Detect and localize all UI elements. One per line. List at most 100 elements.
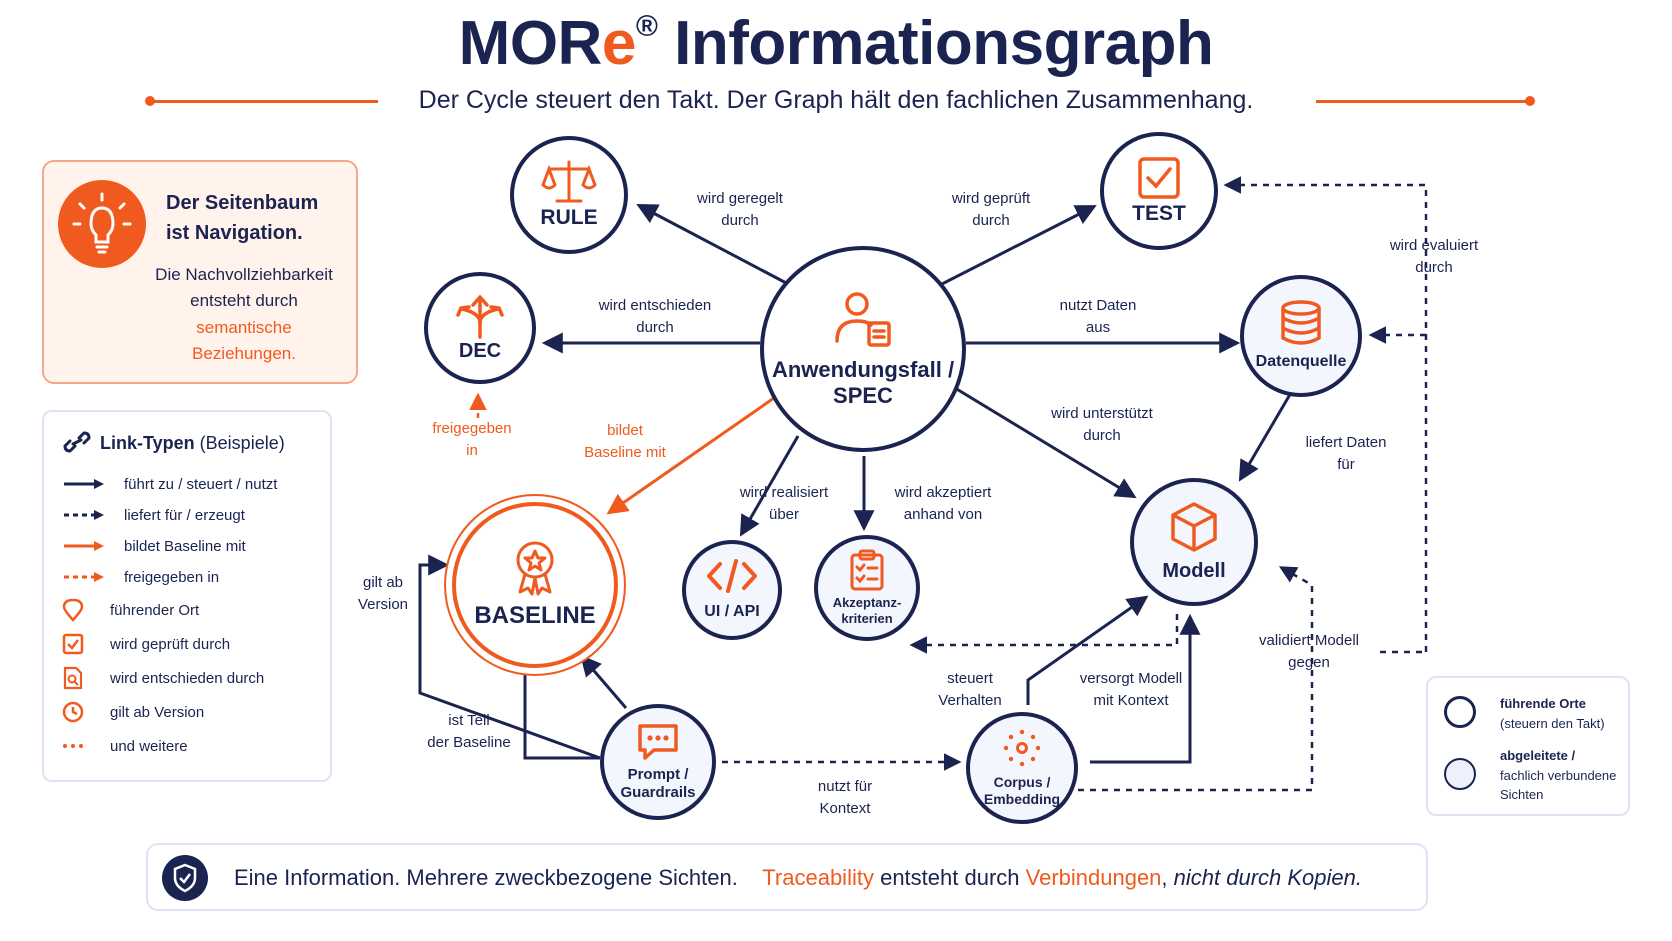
edge-spec-uiapi — [739, 435, 800, 537]
node-corpus[interactable]: Corpus / Embedding — [966, 712, 1078, 824]
node-rule-label: RULE — [540, 206, 598, 230]
node-baseline[interactable]: BASELINE — [452, 502, 618, 668]
node-test[interactable]: TEST — [1100, 132, 1218, 250]
node-baseline-label: BASELINE — [474, 601, 596, 629]
link-types-legend: Link-Typen (Beispiele) führt zu / steuer… — [42, 410, 332, 782]
node-spec-label-1: Anwendungsfall / — [771, 356, 955, 382]
legend-item-more: und weitere — [62, 736, 188, 756]
node-datenquelle-label: Datenquelle — [1255, 353, 1347, 371]
chat-bubble-icon — [638, 724, 678, 760]
info-text: Die Nachvollziehbarkeit entsteht durch s… — [155, 265, 333, 364]
edge-spec-rule — [636, 204, 791, 287]
edge-spec-test — [939, 205, 1097, 287]
subtitle-right-dot — [1525, 96, 1535, 106]
node-prompt-label-1: Prompt / — [627, 766, 689, 783]
edge-prompt-baseline-teil — [514, 643, 600, 760]
link-icon — [63, 431, 91, 453]
edge-modell-akzeptanz — [909, 614, 1179, 654]
derived-circle-icon — [1444, 758, 1476, 790]
edge-spec-modell — [954, 386, 1137, 499]
legend-item-dashed-orange: freigegeben in — [62, 567, 219, 587]
footer-banner: Eine Information. Mehrere zweckbezogene … — [146, 843, 1428, 911]
legend-item-solid-orange: bildet Baseline mit — [62, 536, 246, 556]
subtitle-right-line — [1316, 100, 1530, 103]
node-prompt-label-2: Guardrails — [620, 784, 696, 801]
node-corpus-label-1: Corpus / — [993, 774, 1051, 791]
embedding-dots-icon — [1003, 730, 1041, 767]
award-badge-icon — [516, 541, 554, 596]
node-corpus-label-2: Embedding — [983, 791, 1061, 807]
edge-corpus-modell-steuert — [1026, 595, 1149, 705]
footer-text: Eine Information. Mehrere zweckbezogene … — [234, 865, 1362, 890]
code-icon — [707, 559, 757, 594]
location-pin-icon — [62, 598, 84, 622]
arrow-solid-navy-icon — [64, 479, 104, 489]
edge-spec-baseline — [606, 396, 775, 515]
checkbox-icon — [1138, 157, 1180, 200]
edge-prompt-baseline-diag — [580, 654, 628, 709]
clock-icon — [62, 701, 84, 723]
cube-icon — [1171, 502, 1217, 552]
node-akzeptanz-label-1: Akzeptanz- — [832, 595, 902, 611]
node-prompt[interactable]: Prompt / Guardrails — [600, 704, 716, 820]
legend-item-decided: wird entschieden durch — [62, 666, 264, 690]
node-uiapi-label: UI / API — [704, 603, 760, 621]
node-akzeptanz[interactable]: Akzeptanz- kriterien — [814, 535, 920, 641]
node-spec[interactable]: Anwendungsfall / SPEC — [760, 246, 966, 452]
user-document-icon — [835, 291, 891, 347]
arrow-dashed-orange-icon — [64, 572, 104, 582]
subtitle-left-line — [150, 100, 378, 103]
legend-item-dashed-navy: liefert für / erzeugt — [62, 505, 245, 525]
arrow-solid-orange-icon — [64, 541, 104, 551]
edge-datenquelle-modell — [1238, 390, 1294, 482]
shield-check-icon — [162, 855, 208, 901]
document-search-icon — [63, 666, 83, 690]
scales-icon — [541, 160, 597, 203]
node-uiapi[interactable]: UI / API — [682, 540, 782, 640]
edge-corpus-validiert — [1078, 566, 1314, 792]
arrow-dashed-navy-icon — [64, 510, 104, 520]
legend-leading-text: führende Orte(steuern den Takt) — [1500, 696, 1605, 731]
node-test-label: TEST — [1132, 202, 1186, 226]
node-types-legend: führende Orte(steuern den Takt) abgeleit… — [1426, 676, 1630, 816]
node-dec[interactable]: DEC — [424, 272, 536, 384]
node-modell-label: Modell — [1162, 560, 1226, 582]
decision-arrows-icon — [456, 295, 504, 339]
checkbox-small-icon — [62, 633, 84, 655]
legend-item-solid-navy: führt zu / steuert / nutzt — [62, 474, 277, 494]
node-rule[interactable]: RULE — [510, 136, 628, 254]
legend-item-checked: wird geprüft durch — [62, 633, 230, 655]
node-spec-label-2: SPEC — [833, 383, 893, 408]
edge-corpus-modell-versorgt — [1090, 613, 1201, 764]
legend-item-version: gilt ab Version — [62, 701, 204, 723]
node-dec-label: DEC — [458, 340, 502, 362]
page-subtitle: Der Cycle steuert den Takt. Der Graph hä… — [418, 86, 1254, 114]
node-datenquelle[interactable]: Datenquelle — [1240, 275, 1362, 397]
page-title: MORe® Informationsgraph — [458, 9, 1214, 78]
leading-circle-icon — [1444, 696, 1476, 728]
node-modell[interactable]: Modell — [1130, 478, 1258, 606]
more-dots-icon — [63, 744, 83, 748]
node-akzeptanz-label-2: kriterien — [841, 611, 893, 626]
lightbulb-icon — [58, 180, 146, 268]
